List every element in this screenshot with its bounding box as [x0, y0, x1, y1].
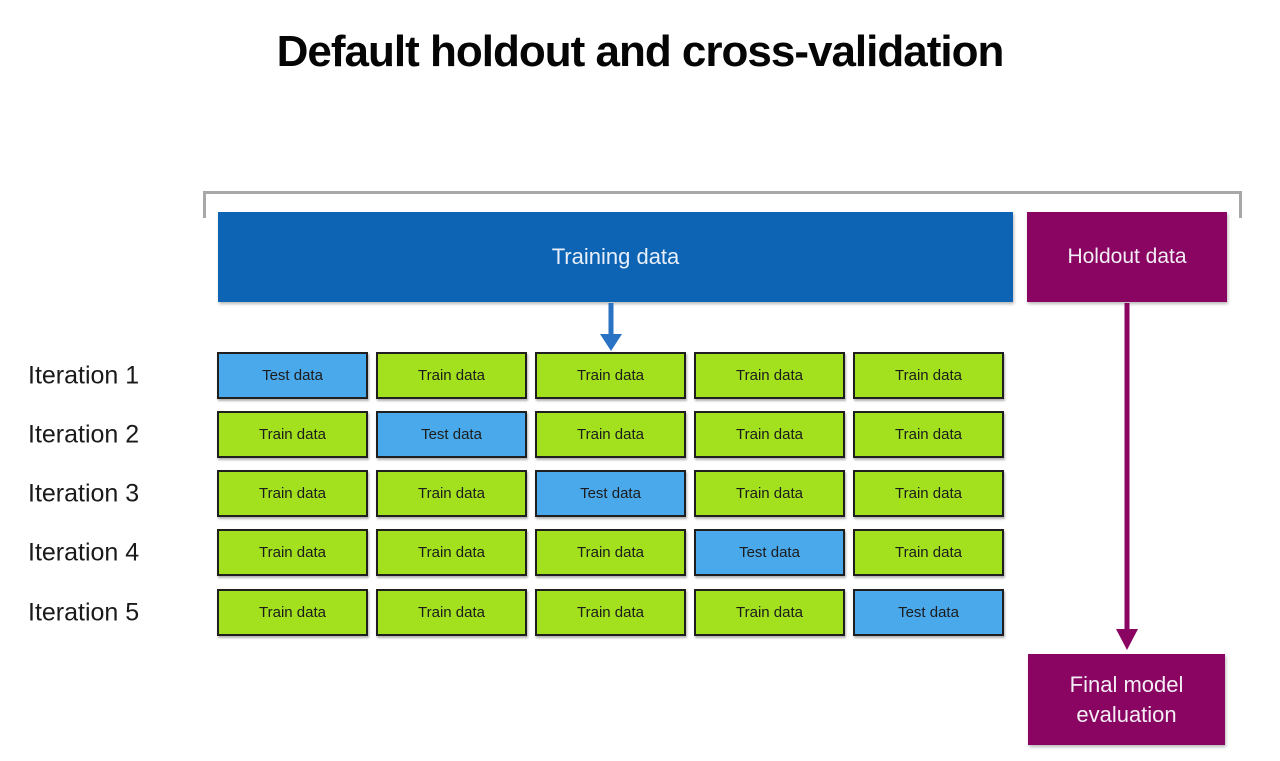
train-data-cell: Train data — [376, 529, 527, 576]
train-data-cell: Train data — [694, 352, 845, 399]
test-data-cell: Test data — [853, 589, 1004, 636]
training-split-arrow-icon — [600, 303, 622, 351]
holdout-data-label: Holdout data — [1067, 245, 1187, 268]
test-data-cell: Test data — [694, 529, 845, 576]
final-box-line1: Final model — [1069, 671, 1184, 697]
train-data-cell: Train data — [535, 589, 686, 636]
train-data-cell: Train data — [217, 411, 368, 458]
holdout-data-box: Holdout data — [1027, 212, 1227, 302]
train-data-cell: Train data — [217, 529, 368, 576]
train-data-cell: Train data — [694, 589, 845, 636]
holdout-flow-arrow-icon — [1116, 303, 1138, 650]
train-data-cell: Train data — [376, 352, 527, 399]
iteration-label: Iteration 4 — [28, 538, 140, 566]
train-data-cell: Train data — [694, 470, 845, 517]
train-data-cell: Train data — [535, 529, 686, 576]
train-data-cell: Train data — [853, 411, 1004, 458]
test-data-cell: Test data — [217, 352, 368, 399]
iteration-label: Iteration 5 — [28, 598, 140, 626]
iteration-label: Iteration 2 — [28, 420, 140, 448]
train-data-cell: Train data — [217, 589, 368, 636]
train-data-cell: Train data — [853, 352, 1004, 399]
iteration-label: Iteration 1 — [28, 361, 140, 389]
train-data-cell: Train data — [535, 411, 686, 458]
train-data-cell: Train data — [853, 470, 1004, 517]
train-data-cell: Train data — [376, 470, 527, 517]
iteration-label: Iteration 3 — [28, 479, 140, 507]
final-model-evaluation-box: Final model evaluation — [1028, 654, 1225, 745]
train-data-cell: Train data — [535, 352, 686, 399]
page-title: Default holdout and cross-validation — [276, 27, 1005, 76]
training-data-label: Training data — [551, 244, 680, 269]
train-data-cell: Train data — [376, 589, 527, 636]
dataset-bracket — [203, 191, 1242, 218]
training-data-bar: Training data — [218, 212, 1013, 302]
train-data-cell: Train data — [694, 411, 845, 458]
test-data-cell: Test data — [535, 470, 686, 517]
test-data-cell: Test data — [376, 411, 527, 458]
final-box-line2: evaluation — [1076, 701, 1177, 727]
train-data-cell: Train data — [853, 529, 1004, 576]
train-data-cell: Train data — [217, 470, 368, 517]
